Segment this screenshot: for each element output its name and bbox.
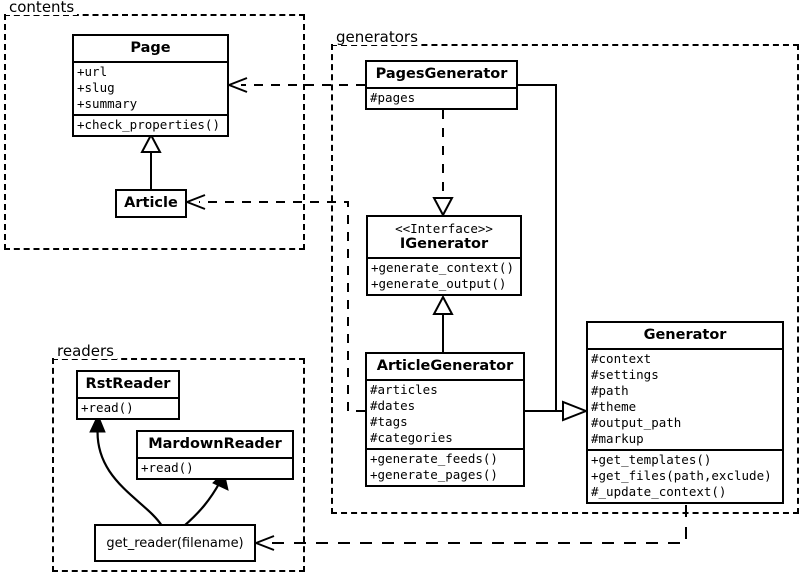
package-contents-label: contents [6, 0, 78, 15]
class-page-name: Page [130, 40, 171, 56]
class-igenerator-stereotype: <<Interface>> [395, 221, 493, 236]
attribute: #pages [370, 90, 416, 105]
class-rstreader-operations: +read() [78, 397, 178, 418]
attribute: #tags [370, 414, 408, 429]
class-pagesgenerator[interactable]: PagesGenerator #pages [365, 60, 518, 110]
class-mardownreader-operations: +read() [138, 457, 292, 478]
class-articlegenerator[interactable]: ArticleGenerator #articles #dates #tags … [365, 352, 525, 487]
attribute: #markup [591, 431, 644, 446]
attribute: +url [77, 64, 108, 79]
class-pagesgenerator-name: PagesGenerator [375, 66, 508, 82]
attribute: #theme [591, 399, 637, 414]
operation: +read() [141, 460, 194, 475]
package-contents [4, 14, 305, 250]
attribute: #articles [370, 382, 438, 397]
operation: +generate_output() [371, 276, 507, 291]
operation: +check_properties() [77, 117, 220, 132]
class-igenerator-operations: +generate_context() +generate_output() [368, 257, 520, 294]
attribute: #context [591, 351, 652, 366]
attribute: #settings [591, 367, 659, 382]
class-rstreader[interactable]: RstReader +read() [76, 370, 180, 420]
class-pagesgenerator-attributes: #pages [367, 87, 516, 108]
class-generator-attributes: #context #settings #path #theme #output_… [588, 348, 782, 449]
package-readers [52, 358, 305, 572]
class-article-name: Article [124, 195, 178, 211]
class-page-attributes: +url +slug +summary [74, 61, 227, 114]
operation: +generate_feeds() [370, 451, 498, 466]
attribute: #categories [370, 430, 453, 445]
attribute: #path [591, 383, 629, 398]
operation: +read() [81, 400, 134, 415]
attribute: #output_path [591, 415, 682, 430]
class-generator[interactable]: Generator #context #settings #path #them… [586, 321, 784, 504]
class-articlegenerator-attributes: #articles #dates #tags #categories [367, 379, 523, 448]
package-generators-label: generators [333, 30, 421, 45]
class-generator-name: Generator [643, 327, 727, 343]
operation: +generate_pages() [370, 467, 498, 482]
attribute: #dates [370, 398, 416, 413]
class-articlegenerator-operations: +generate_feeds() +generate_pages() [367, 448, 523, 485]
operation: #_update_context() [591, 484, 727, 499]
package-readers-label: readers [54, 344, 117, 359]
class-page[interactable]: Page +url +slug +summary +check_properti… [72, 34, 229, 137]
class-igenerator-name: IGenerator [399, 236, 489, 252]
class-article[interactable]: Article [115, 189, 187, 218]
class-articlegenerator-name: ArticleGenerator [376, 358, 514, 374]
operation: +get_files(path,exclude) [591, 468, 772, 483]
class-mardownreader[interactable]: MardownReader +read() [136, 430, 294, 480]
function-get-reader-label: get_reader(filename) [106, 535, 244, 551]
class-mardownreader-name: MardownReader [148, 436, 282, 452]
attribute: +summary [77, 96, 138, 111]
class-generator-operations: +get_templates() +get_files(path,exclude… [588, 449, 782, 502]
class-rstreader-name: RstReader [85, 376, 171, 392]
class-igenerator-name-block: <<Interface>> IGenerator [368, 217, 520, 257]
operation: +get_templates() [591, 452, 712, 467]
class-igenerator[interactable]: <<Interface>> IGenerator +generate_conte… [366, 215, 522, 296]
function-get-reader[interactable]: get_reader(filename) [94, 524, 256, 562]
attribute: +slug [77, 80, 115, 95]
class-page-operations: +check_properties() [74, 114, 227, 135]
operation: +generate_context() [371, 260, 514, 275]
